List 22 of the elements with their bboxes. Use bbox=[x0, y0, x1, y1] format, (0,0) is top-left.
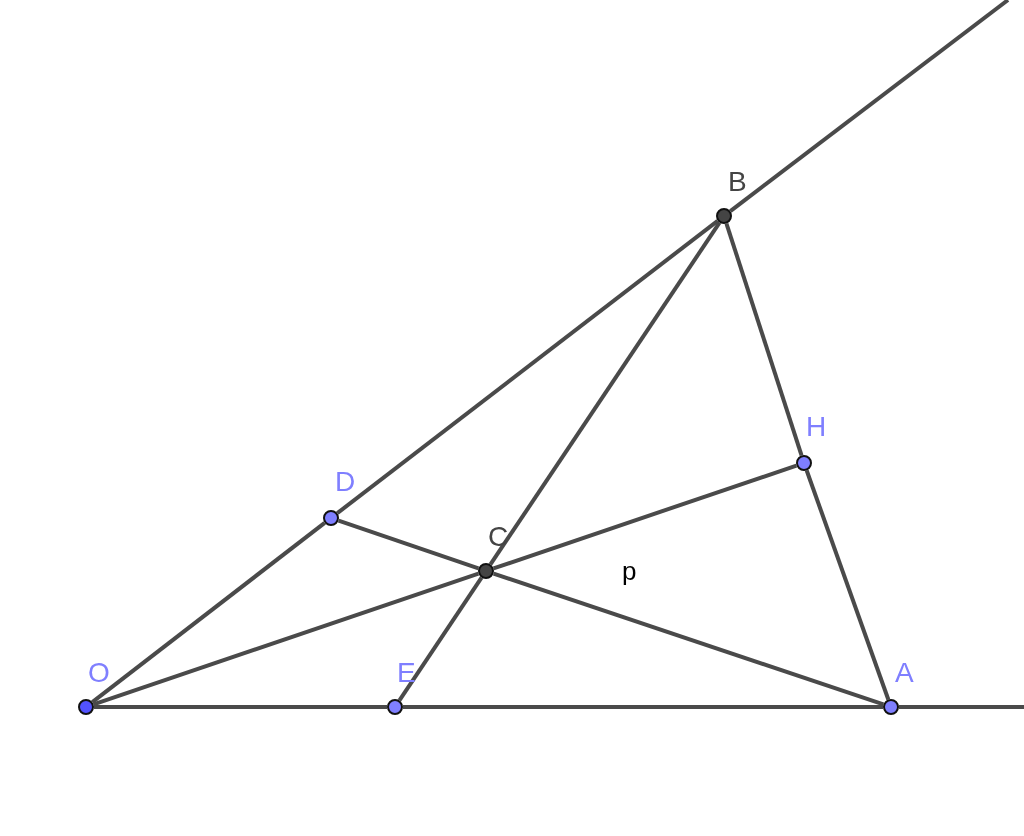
line-segment bbox=[899, 705, 1024, 709]
point-label: H bbox=[806, 413, 827, 441]
line-segment bbox=[92, 571, 480, 707]
region-label: p bbox=[622, 558, 637, 584]
line-segment bbox=[91, 521, 326, 704]
point-label: E bbox=[397, 659, 416, 687]
line-segment bbox=[492, 463, 798, 571]
point-label: C bbox=[488, 523, 509, 551]
line-segment bbox=[729, 0, 1010, 213]
point-label: O bbox=[88, 659, 110, 687]
line-segment bbox=[724, 223, 804, 456]
line-segment bbox=[397, 576, 484, 702]
point-label: A bbox=[895, 659, 914, 687]
line-segment bbox=[336, 219, 719, 515]
line-segment bbox=[492, 571, 885, 707]
line-segment bbox=[488, 221, 722, 566]
line-segment bbox=[804, 469, 891, 701]
point-label: B bbox=[728, 168, 747, 196]
line-segment bbox=[94, 705, 387, 709]
line-segment bbox=[403, 705, 883, 709]
line-segment bbox=[337, 518, 480, 571]
point-label: D bbox=[335, 468, 356, 496]
